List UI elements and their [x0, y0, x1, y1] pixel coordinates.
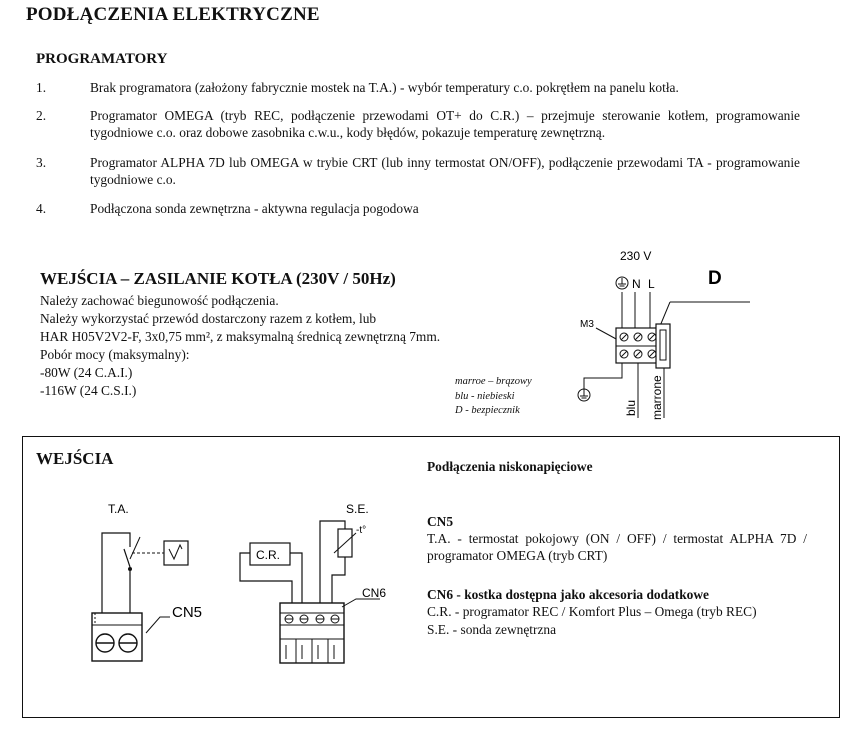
se-label: S.E.	[346, 502, 369, 516]
item-text: Programator OMEGA (tryb REC, podłączenie…	[90, 108, 800, 140]
low-voltage-title: Podłączenia niskonapięciowe	[427, 459, 593, 474]
zasilanie-line: HAR H05V2V2-F, 3x0,75 mm², z maksymalną …	[40, 329, 441, 344]
zasilanie-line: Należy zachować biegunowość podłączenia.	[40, 293, 279, 308]
cn5-label: CN5	[172, 604, 202, 621]
cn5-title: CN5	[427, 514, 454, 529]
item-number: 1.	[36, 80, 47, 95]
legend-line: blu - niebieski	[455, 390, 515, 402]
item-text: Programator ALPHA 7D lub OMEGA w trybie …	[90, 155, 800, 187]
zasilanie-line: Pobór mocy (maksymalny):	[40, 347, 190, 362]
zasilanie-text: Należy zachować biegunowość podłączenia.…	[40, 292, 440, 400]
cn5-terminal	[91, 612, 143, 662]
cr-label: C.R.	[256, 548, 280, 562]
d-label: D	[708, 268, 722, 289]
low-voltage-diagram: T.A. CN5 C.R. S.E. -t° CN6	[91, 502, 386, 664]
cn6-label: CN6	[362, 586, 386, 600]
voltage-label: 230 V	[620, 249, 651, 263]
zasilanie-line: -116W (24 C.S.I.)	[40, 383, 137, 398]
cn6-line: S.E. - sonda zewnętrzna	[427, 622, 557, 637]
programatory-heading: PROGRAMATORY	[36, 51, 168, 67]
cn5-description: T.A. - termostat pokojowy (ON / OFF) / t…	[427, 531, 807, 563]
power-terminal-diagram: 230 V N L D M3 blu marrone	[577, 249, 750, 420]
fuse-icon	[655, 323, 671, 369]
wejscia-heading: WEJŚCIA	[36, 449, 114, 468]
item-text: Podłączona sonda zewnętrzna - aktywna re…	[90, 201, 419, 216]
l-label: L	[648, 277, 655, 291]
page-title: PODŁĄCZENIA ELEKTRYCZNE	[26, 4, 320, 25]
item-number: 2.	[36, 108, 47, 123]
m3-label: M3	[580, 319, 594, 330]
zasilanie-line: Należy wykorzystać przewód dostarczony r…	[40, 311, 377, 326]
wejscia-box	[22, 436, 840, 718]
ta-label: T.A.	[108, 502, 129, 516]
item-number: 4.	[36, 201, 47, 216]
cr-box	[249, 542, 291, 566]
blu-label: blu	[624, 400, 638, 416]
cn6-title: CN6 - kostka dostępna jako akcesoria dod…	[427, 587, 709, 602]
item-text: Brak programatora (założony fabrycznie m…	[90, 80, 679, 95]
color-legend: marroe – brązowy blu - niebieski D - bez…	[455, 375, 532, 419]
n-label: N	[632, 277, 641, 291]
item-number: 3.	[36, 155, 47, 170]
cn6-line: C.R. - programator REC / Komfort Plus – …	[427, 604, 757, 619]
zasilanie-line: -80W (24 C.A.I.)	[40, 365, 133, 380]
zasilanie-heading: WEJŚCIA – ZASILANIE KOTŁA (230V / 50Hz)	[40, 269, 396, 288]
ground-icon	[615, 276, 629, 290]
ground-icon	[577, 388, 591, 402]
marrone-label: marrone	[650, 375, 664, 420]
legend-line: D - bezpiecznik	[455, 405, 520, 416]
sensor-symbol: -t°	[356, 525, 366, 536]
switch-icon	[123, 548, 131, 568]
legend-line: marroe – brązowy	[455, 376, 532, 387]
temperature-sensor-icon	[163, 540, 189, 566]
